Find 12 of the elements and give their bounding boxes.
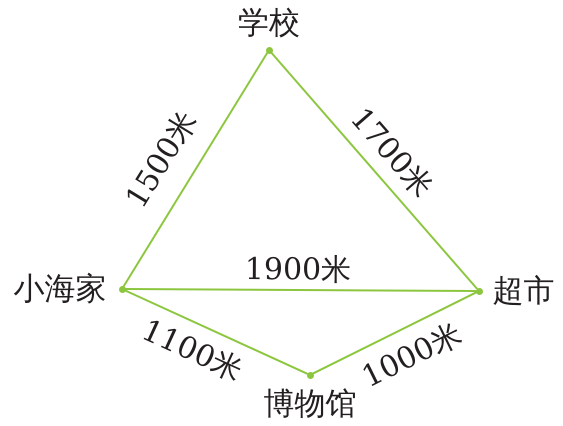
place-label: 博物馆 <box>264 388 356 420</box>
route-line <box>270 52 478 290</box>
place-label: 超市 <box>492 274 554 308</box>
distance-label: 1900米 <box>244 254 352 286</box>
distance-label: 1000米 <box>357 318 467 394</box>
place-label: 学校 <box>238 6 300 40</box>
place-label: 小海家 <box>14 272 106 306</box>
distance-label: 1100米 <box>137 314 247 388</box>
route-line <box>122 52 268 288</box>
route-line <box>124 288 476 292</box>
route-line <box>124 289 308 375</box>
route-line <box>312 292 477 374</box>
